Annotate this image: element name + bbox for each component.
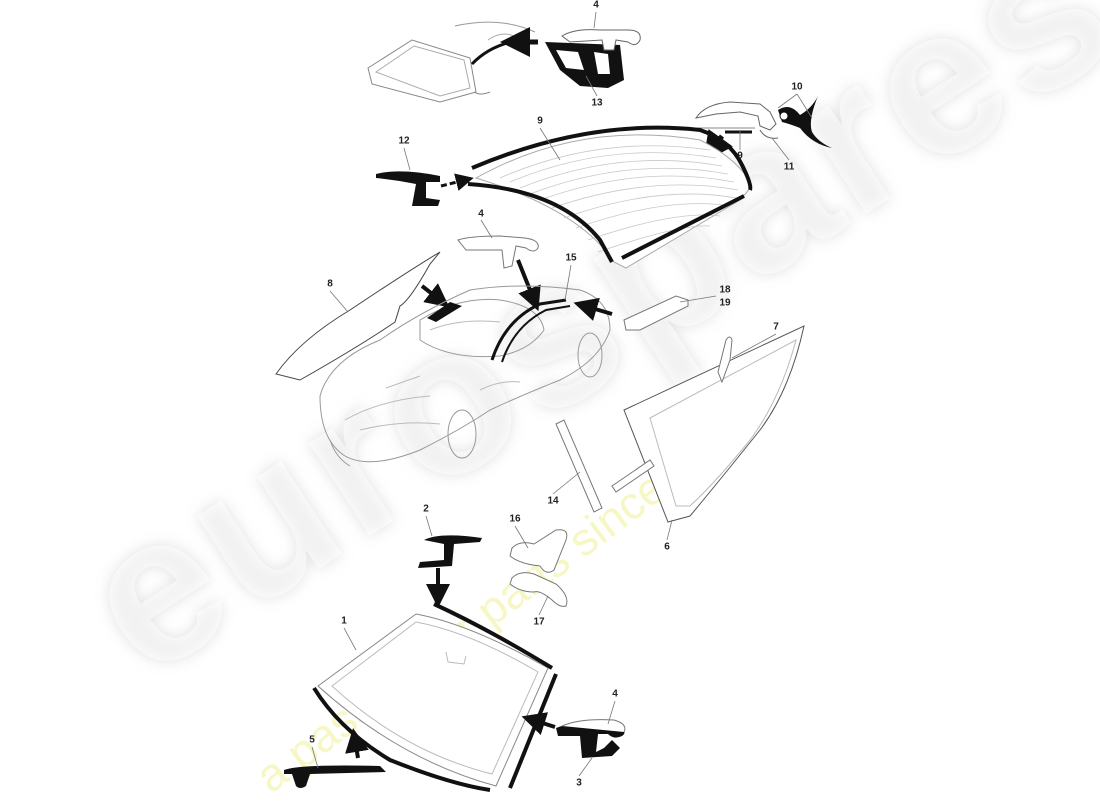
seal-profile-4-icon bbox=[457, 235, 539, 269]
callout-part-19[interactable]: 19 bbox=[719, 297, 731, 309]
arrow bbox=[521, 712, 556, 736]
callout-part-9-glass[interactable]: 9 bbox=[537, 115, 543, 127]
cant-rail-seal-line bbox=[470, 38, 521, 66]
callout-part-18[interactable]: 18 bbox=[719, 284, 731, 296]
callout-part-8[interactable]: 8 bbox=[327, 278, 333, 290]
seal-profile-3-icon bbox=[556, 722, 625, 758]
seal-profile-4-icon bbox=[561, 719, 626, 733]
callout-part-1[interactable]: 1 bbox=[341, 615, 347, 627]
seal-profile-2-icon bbox=[418, 535, 482, 568]
clip-16 bbox=[509, 529, 568, 573]
callout-part-13[interactable]: 13 bbox=[591, 97, 603, 109]
callout-part-5[interactable]: 5 bbox=[309, 734, 315, 746]
leader-lines bbox=[311, 11, 813, 777]
callout-part-4-pillar[interactable]: 4 bbox=[478, 208, 484, 220]
pillar-trim-14 bbox=[555, 419, 603, 513]
seal-profile-4-icon bbox=[561, 29, 641, 51]
arrow bbox=[345, 728, 369, 759]
windscreen-mask-strip bbox=[427, 302, 462, 322]
arrow bbox=[440, 173, 474, 191]
seal-profile-5-icon bbox=[284, 765, 386, 788]
arrow bbox=[573, 297, 613, 321]
callout-part-11[interactable]: 11 bbox=[783, 161, 795, 173]
windscreen-glass bbox=[312, 602, 558, 792]
arrow bbox=[516, 259, 541, 312]
windscreen-mask-8 bbox=[275, 251, 441, 381]
callout-part-3[interactable]: 3 bbox=[576, 777, 582, 789]
callout-part-16[interactable]: 16 bbox=[509, 513, 521, 525]
callout-part-10[interactable]: 10 bbox=[791, 81, 803, 93]
cant-rail-detail bbox=[367, 21, 536, 103]
callout-part-6[interactable]: 6 bbox=[664, 541, 670, 553]
callout-part-7[interactable]: 7 bbox=[773, 321, 779, 333]
seal-profile-12-icon bbox=[376, 171, 440, 206]
car-body-drawing bbox=[319, 285, 611, 467]
callout-part-2[interactable]: 2 bbox=[423, 503, 429, 515]
callout-part-17[interactable]: 17 bbox=[533, 616, 545, 628]
arrow bbox=[420, 283, 450, 308]
door-frame-seal bbox=[490, 298, 567, 361]
rear-quarter-glass bbox=[623, 325, 805, 523]
backlight-seal-detail bbox=[693, 96, 832, 148]
callout-part-9-detail[interactable]: 9 bbox=[737, 150, 743, 162]
bracket-18-19 bbox=[623, 295, 689, 331]
clip-17 bbox=[509, 572, 568, 607]
backlight-glass bbox=[467, 125, 753, 269]
callout-part-4-top[interactable]: 4 bbox=[593, 0, 599, 11]
callout-part-14[interactable]: 14 bbox=[547, 495, 559, 507]
callout-part-12[interactable]: 12 bbox=[398, 135, 410, 147]
quarter-glass-seal-7 bbox=[717, 336, 733, 384]
callout-part-15[interactable]: 15 bbox=[565, 252, 577, 264]
callout-part-4-windscreen[interactable]: 4 bbox=[612, 688, 618, 700]
